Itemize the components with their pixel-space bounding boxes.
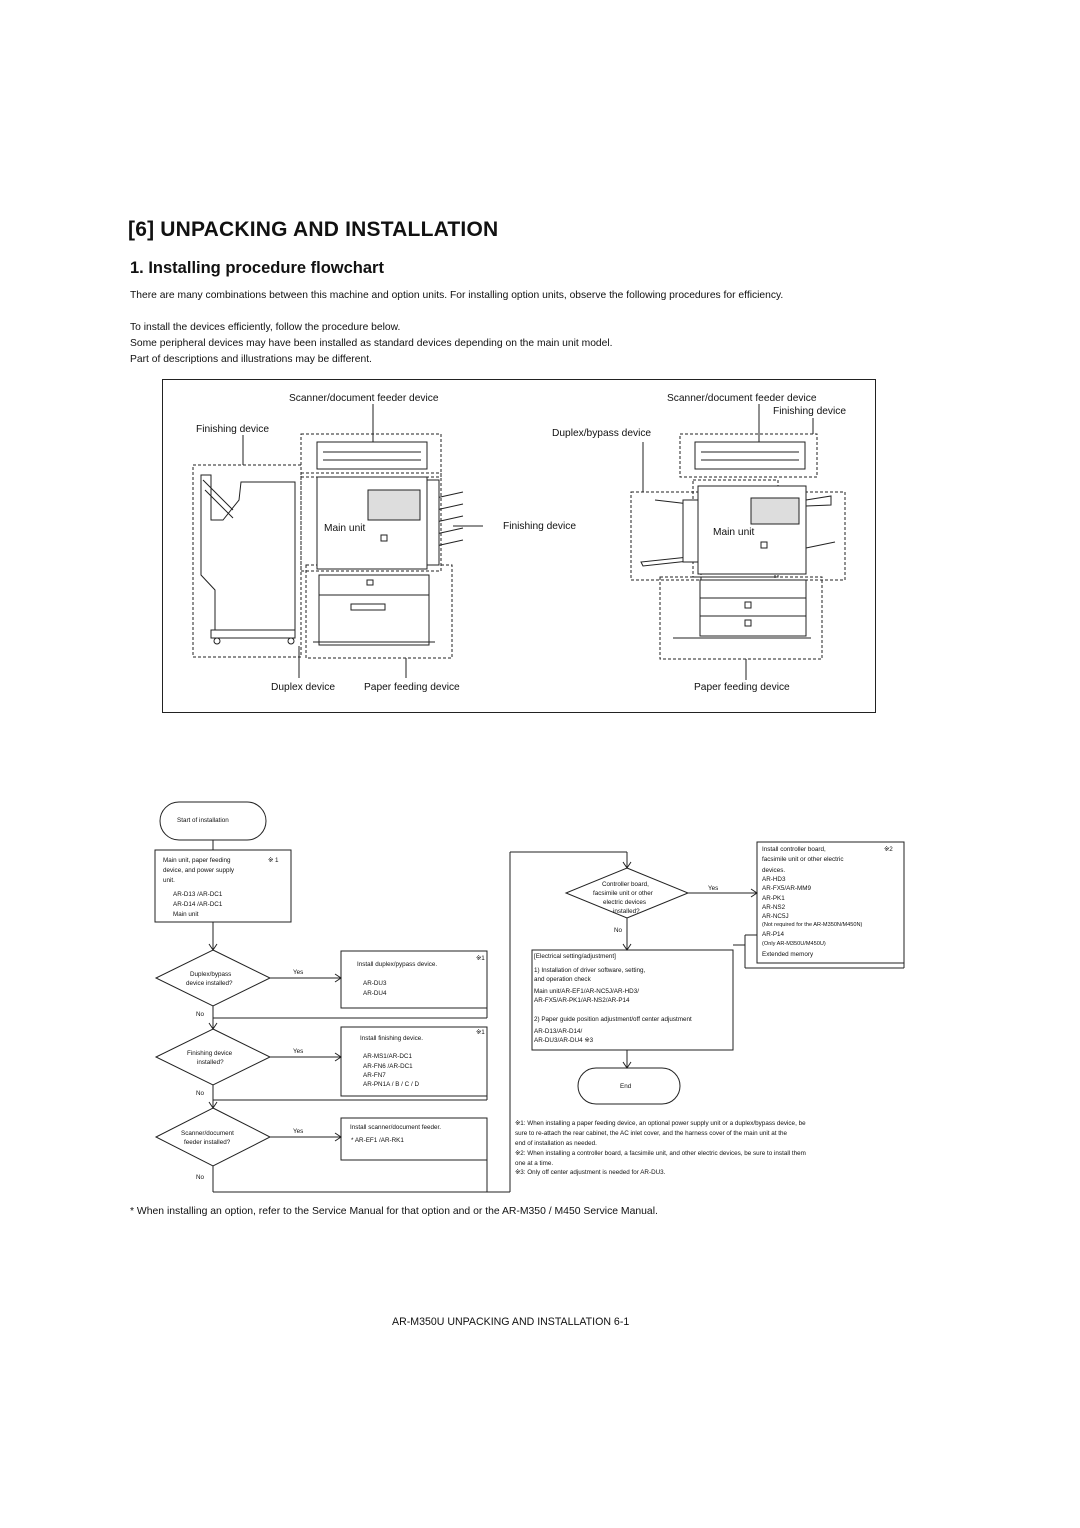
model-item: AR-FN6 /AR-DC1 [363, 1063, 413, 1070]
decision-text: feeder installed? [184, 1139, 231, 1146]
label-duplex-bypass: Duplex/bypass device [552, 428, 652, 439]
model-item: AR-PN1A / B / C / D [363, 1081, 419, 1088]
box-title: Install finishing device. [360, 1035, 424, 1042]
decision-text: Finishing device [187, 1050, 233, 1057]
paper-feed-shape [318, 574, 430, 646]
no-label: No [614, 927, 623, 934]
intro-line: Part of descriptions and illustrations m… [130, 354, 372, 365]
scanner-shape [316, 441, 428, 470]
section-subtitle: 1. Installing procedure flowchart [130, 259, 384, 277]
model-item: AR-DU3 [363, 980, 387, 987]
box-line: Extended memory [762, 951, 814, 958]
note-line: one at a time. [515, 1160, 554, 1167]
finisher-shape [200, 474, 296, 631]
machine-drawings [192, 404, 846, 680]
note-line: end of installation as needed. [515, 1140, 597, 1147]
main-box-line: Main unit, paper feeding [163, 857, 231, 864]
decision-text: Scanner/document [181, 1130, 234, 1137]
model-item: AR-D14 /AR-DC1 [173, 901, 223, 908]
intro-line: To install the devices efficiently, foll… [130, 322, 401, 333]
box-line: Main unit/AR-EF1/AR-NC5J/AR-HD3/ [534, 988, 639, 995]
box-line: AR-DU3/AR-DU4 ※3 [534, 1037, 594, 1044]
main-box-line: unit. [163, 877, 175, 884]
model-item: * AR-EF1 /AR-RK1 [351, 1137, 404, 1144]
decision-text: installed? [613, 908, 640, 915]
scanner-install-box [340, 1117, 488, 1161]
yes-label: Yes [293, 1048, 304, 1055]
box-title: Install scanner/document feeder. [350, 1124, 442, 1131]
note-line: ※1: When installing a paper feeding devi… [515, 1120, 806, 1127]
box-line: AR-D13/AR-D14/ [534, 1028, 583, 1035]
end-label: End [620, 1083, 632, 1090]
main-unit-box [154, 849, 292, 923]
box-line: AR-FX5/AR-PK1/AR-NS2/AR-P14 [534, 997, 630, 1004]
box-line: devices. [762, 867, 786, 874]
note-mark: ※2 [884, 846, 893, 853]
label-scanner-left: Scanner/document feeder device [289, 393, 439, 404]
duplex-install-box [340, 950, 488, 1009]
decision-text: Duplex/bypass [190, 971, 232, 978]
box-title: Install controller board, [762, 846, 826, 853]
model-item: AR-FX5/AR-MM9 [762, 885, 811, 892]
intro-paragraph: There are many combinations between this… [130, 290, 784, 301]
note-line: sure to re-attach the rear cabinet, the … [515, 1130, 787, 1137]
yes-label: Yes [708, 885, 719, 892]
decision-text: facsimile unit or other [593, 890, 653, 897]
decision-text: device installed? [186, 980, 233, 987]
main-box-line: device, and power supply [163, 867, 235, 874]
model-item: AR-NS2 [762, 904, 786, 911]
machine-illustration: Scanner/document feeder device Finishing… [162, 379, 876, 713]
footnote: * When installing an option, refer to th… [130, 1206, 658, 1217]
model-item: AR-P14 [762, 931, 785, 938]
model-item: AR-HD3 [762, 876, 786, 883]
note-mark: ※1 [476, 1029, 485, 1036]
electrical-setting-box [531, 949, 734, 1051]
note-line: ※3: Only off center adjustment is needed… [515, 1169, 666, 1176]
model-item: AR-FN7 [363, 1072, 386, 1079]
label-main-unit-right: Main unit [713, 527, 755, 538]
yes-label: Yes [293, 969, 304, 976]
model-item: AR-NC5J [762, 913, 789, 920]
decision-text: electric devices [603, 899, 647, 906]
no-label: No [196, 1011, 205, 1018]
yes-label: Yes [293, 1128, 304, 1135]
intro-line: Some peripheral devices may have been in… [130, 338, 613, 349]
note-mark: ※ 1 [268, 857, 279, 864]
box-line: and operation check [534, 976, 591, 983]
box-line: 1) Installation of driver software, sett… [534, 967, 646, 974]
section-title: [6] UNPACKING AND INSTALLATION [128, 218, 499, 241]
label-finishing-mid: Finishing device [503, 521, 577, 532]
label-paper-feeding-left: Paper feeding device [364, 682, 460, 693]
box-title: [Electrical setting/adjustment] [534, 953, 616, 960]
decision-text: Controller board, [602, 881, 649, 888]
box-line: 2) Paper guide position adjustment/off c… [534, 1016, 692, 1023]
note-mark: ※1 [476, 955, 485, 962]
label-paper-feeding-right: Paper feeding device [694, 682, 790, 693]
no-label: No [196, 1174, 205, 1181]
model-item: AR-MS1/AR-DC1 [363, 1053, 412, 1060]
controller-install-box [756, 841, 905, 964]
box-line: (Only AR-M350U/M450U) [762, 941, 826, 947]
end-terminal [577, 1067, 681, 1105]
page-footer: AR-M350U UNPACKING AND INSTALLATION 6-1 [392, 1316, 630, 1328]
label-main-unit-left: Main unit [324, 523, 366, 534]
box-line: (Not required for the AR-M350N/M450N) [762, 922, 863, 928]
label-finishing-left: Finishing device [196, 424, 270, 435]
label-scanner-right: Scanner/document feeder device [667, 393, 817, 404]
model-item: Main unit [173, 911, 199, 918]
model-item: AR-PK1 [762, 895, 785, 902]
model-item: AR-DU4 [363, 990, 387, 997]
label-duplex: Duplex device [271, 682, 335, 693]
box-title: Install duplex/pypass device. [357, 961, 438, 968]
label-finishing-right: Finishing device [773, 406, 847, 417]
start-label: Start of installation [177, 817, 229, 824]
model-item: AR-D13 /AR-DC1 [173, 891, 223, 898]
no-label: No [196, 1090, 205, 1097]
decision-text: installed? [197, 1059, 224, 1066]
main-unit-dashed-box [300, 472, 442, 572]
note-line: ※2: When installing a controller board, … [515, 1150, 806, 1157]
finishing-install-box [340, 1026, 488, 1097]
box-line: facsimile unit or other electric [762, 856, 844, 863]
